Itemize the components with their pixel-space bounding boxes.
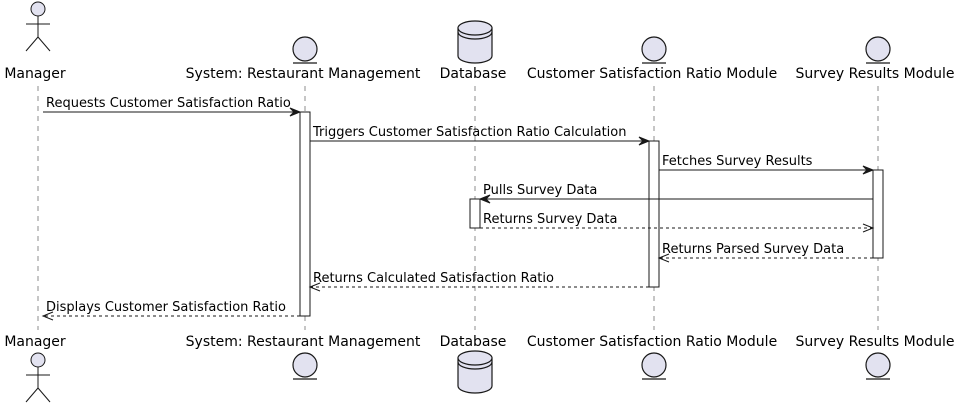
message-label: Displays Customer Satisfaction Ratio — [46, 300, 286, 315]
participant-label: Database — [440, 66, 507, 82]
message-4: Pulls Survey Data — [478, 183, 873, 204]
activation-bar-csr — [648, 140, 660, 288]
arrowhead — [638, 136, 651, 146]
participant-csr-bottom: Customer Satisfaction Ratio Module — [527, 334, 777, 380]
message-5: Returns Survey Data — [480, 212, 875, 233]
entity-icon — [865, 36, 891, 64]
message-label: Returns Calculated Satisfaction Ratio — [313, 271, 554, 286]
activation-bar-system — [299, 111, 311, 317]
participant-survey-bottom: Survey Results Module — [795, 334, 955, 380]
participant-label: System: Restaurant Management — [186, 334, 421, 350]
message-label: Requests Customer Satisfaction Ratio — [46, 96, 291, 111]
message-2: Triggers Customer Satisfaction Ratio Cal… — [310, 125, 651, 146]
participant-label: Database — [440, 334, 507, 350]
arrowhead — [41, 311, 54, 321]
arrowhead — [289, 107, 302, 117]
message-3: Fetches Survey Results — [659, 154, 875, 175]
database-icon — [457, 20, 493, 64]
arrowhead — [478, 194, 491, 204]
entity-icon — [292, 36, 318, 64]
entity-icon — [865, 352, 891, 380]
participant-label: Manager — [4, 334, 66, 350]
participant-label: Customer Satisfaction Ratio Module — [527, 66, 777, 82]
message-6: Returns Parsed Survey Data — [657, 242, 873, 263]
participant-system-bottom: System: Restaurant Management — [186, 334, 421, 380]
actor-icon — [25, 352, 51, 403]
participant-label: Survey Results Module — [795, 66, 954, 82]
message-label: Returns Parsed Survey Data — [662, 242, 844, 257]
message-7: Returns Calculated Satisfaction Ratio — [308, 271, 649, 292]
participant-label: Survey Results Module — [795, 334, 954, 350]
message-1: Requests Customer Satisfaction Ratio — [43, 96, 302, 117]
message-label: Pulls Survey Data — [483, 183, 597, 198]
participant-system-top: System: Restaurant Management — [186, 36, 421, 82]
message-label: Returns Survey Data — [483, 212, 617, 227]
participant-manager-bottom: Manager — [4, 334, 66, 403]
participant-survey-top: Survey Results Module — [795, 36, 955, 82]
participant-label: Manager — [4, 66, 66, 82]
arrowhead — [862, 223, 875, 233]
entity-icon — [641, 352, 667, 380]
participant-label: Customer Satisfaction Ratio Module — [527, 334, 777, 350]
participant-database-top: Database — [440, 20, 507, 82]
message-8: Displays Customer Satisfaction Ratio — [41, 300, 300, 321]
database-icon — [457, 350, 493, 394]
participant-database-bottom: Database — [440, 334, 507, 394]
activation-bar-database — [469, 198, 481, 229]
entity-icon — [641, 36, 667, 64]
participant-label: System: Restaurant Management — [186, 66, 421, 82]
activation-bar-survey — [872, 169, 884, 259]
message-label: Fetches Survey Results — [662, 154, 813, 169]
participant-csr-top: Customer Satisfaction Ratio Module — [527, 36, 777, 82]
arrowhead — [862, 165, 875, 175]
message-label: Triggers Customer Satisfaction Ratio Cal… — [312, 125, 626, 140]
actor-icon — [25, 1, 51, 52]
arrowhead — [657, 253, 670, 263]
entity-icon — [292, 352, 318, 380]
arrowhead — [308, 282, 321, 292]
participant-manager-top: Manager — [4, 1, 66, 82]
